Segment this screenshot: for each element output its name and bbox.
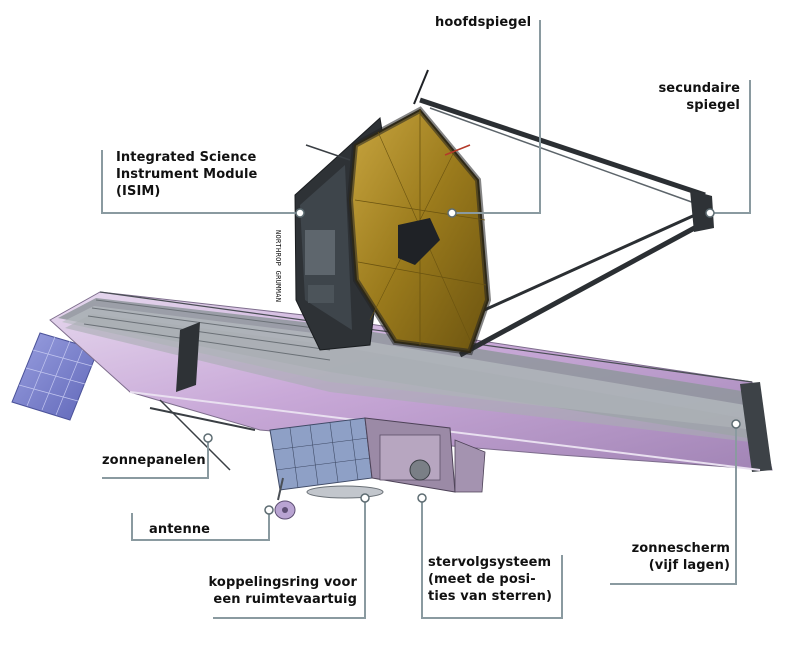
marker-antenna xyxy=(264,505,274,515)
leader-docking-ring xyxy=(213,498,366,619)
label-antenna: antenne xyxy=(149,521,210,538)
label-star-tracker: stervolgsysteem (meet de posi- ties van … xyxy=(428,554,552,605)
label-isim: Integrated Science Instrument Module (IS… xyxy=(116,149,257,200)
label-star-tracker-line1: stervolgsysteem xyxy=(428,555,552,570)
label-antenna-text: antenne xyxy=(149,522,211,537)
label-secondary-mirror-line1: secundaire xyxy=(658,81,740,96)
label-star-tracker-line2: (meet de posi- xyxy=(428,572,536,587)
marker-star-tracker xyxy=(417,493,427,503)
label-isim-line2: Instrument Module xyxy=(116,167,258,182)
antenna xyxy=(274,477,296,520)
label-docking-ring: koppelingsring voor een ruimtevaartuig xyxy=(205,574,357,608)
primary-mirror xyxy=(346,106,492,356)
label-isim-line3: (ISIM) xyxy=(116,184,161,199)
image-credit: NORTHROP GRUMMAN xyxy=(272,228,282,328)
leader-isim xyxy=(101,150,300,214)
leader-markers xyxy=(203,208,741,515)
marker-primary-mirror xyxy=(447,208,457,218)
label-isim-line1: Integrated Science xyxy=(116,150,257,165)
leader-antenna xyxy=(131,510,270,541)
label-docking-ring-line2: een ruimtevaartuig xyxy=(213,592,357,607)
label-sunshield: zonnescherm (vijf lagen) xyxy=(618,540,730,574)
marker-isim xyxy=(295,208,305,218)
label-secondary-mirror: secundaire spiegel xyxy=(636,80,740,114)
sunshield xyxy=(49,291,773,472)
leader-primary-mirror xyxy=(452,20,541,214)
solar-array xyxy=(11,332,99,421)
leader-solar-panels xyxy=(102,438,209,479)
label-sunshield-line1: zonnescherm xyxy=(631,541,730,556)
leader-sunshield xyxy=(610,424,737,585)
leader-star-tracker xyxy=(421,498,563,619)
label-docking-ring-line1: koppelingsring voor xyxy=(208,575,357,590)
label-secondary-mirror-line2: spiegel xyxy=(686,98,740,113)
image-credit-text: NORTHROP GRUMMAN xyxy=(274,230,282,303)
leader-secondary-mirror xyxy=(710,80,751,214)
marker-solar-panels xyxy=(203,433,213,443)
spacecraft-bus xyxy=(269,417,486,499)
marker-secondary-mirror xyxy=(705,208,715,218)
label-primary-mirror-text: hoofdspiegel xyxy=(435,15,532,30)
label-star-tracker-line3: ties van sterren) xyxy=(428,589,553,604)
marker-docking-ring xyxy=(360,493,370,503)
leader-lines xyxy=(101,20,751,619)
label-sunshield-line2: (vijf lagen) xyxy=(648,558,730,573)
label-solar-panels-text: zonnepanelen xyxy=(102,453,206,468)
marker-sunshield xyxy=(731,419,741,429)
label-primary-mirror: hoofdspiegel xyxy=(435,14,531,31)
label-solar-panels: zonnepanelen xyxy=(102,452,206,469)
